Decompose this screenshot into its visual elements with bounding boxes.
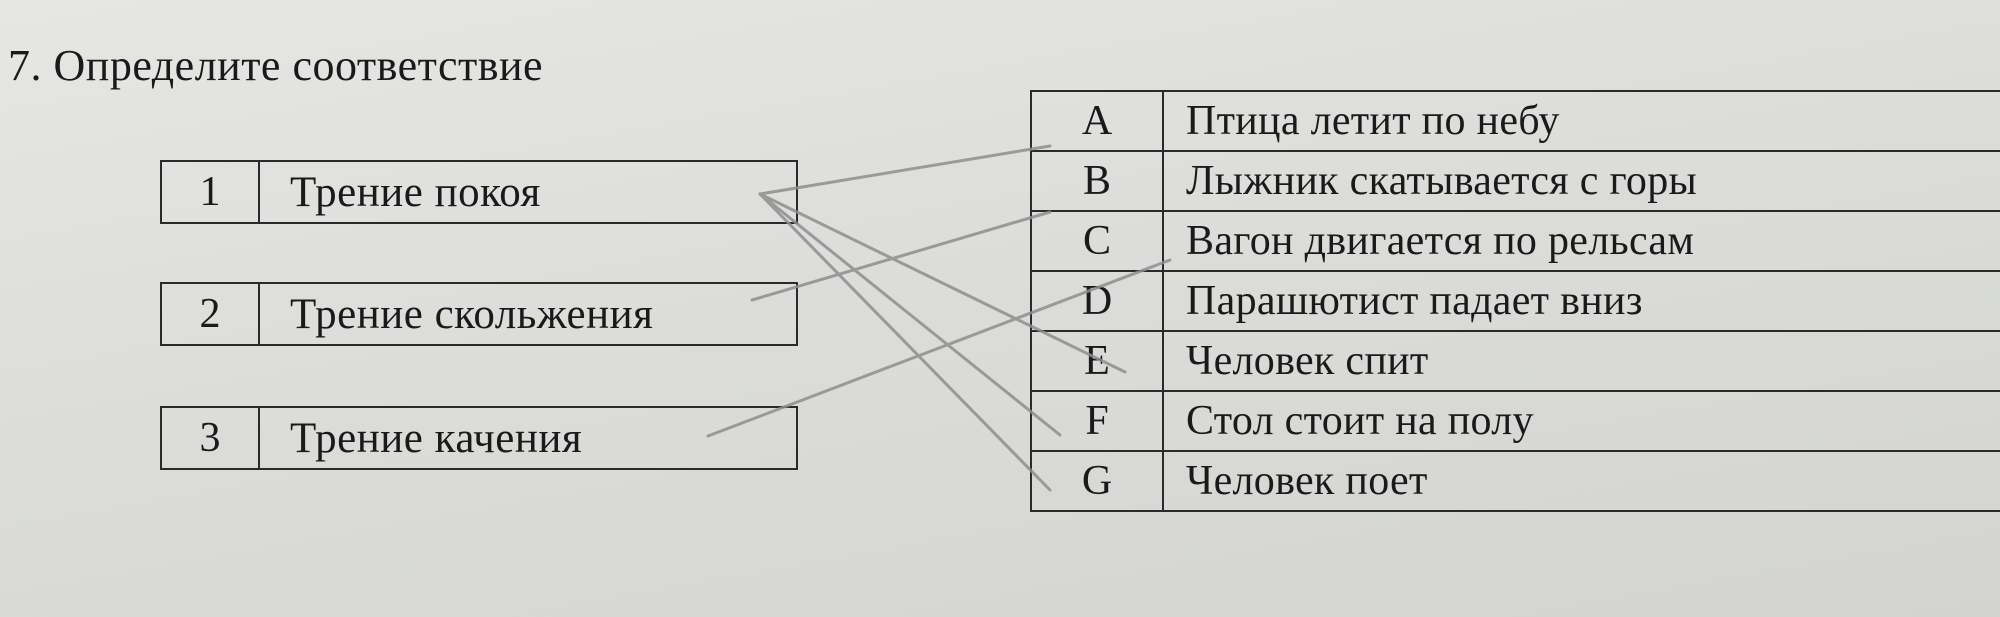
table-row: F Стол стоит на полу — [1030, 390, 2000, 452]
left-item-2: 2 Трение скольжения — [160, 282, 798, 346]
left-item-number: 3 — [162, 408, 260, 468]
answer-letter: C — [1030, 210, 1164, 272]
answer-text: Человек поет — [1162, 450, 2000, 512]
left-item-label: Трение покоя — [290, 168, 541, 216]
left-item-label: Трение скольжения — [290, 290, 654, 338]
answer-letter: D — [1030, 270, 1164, 332]
pencil-line — [758, 144, 1052, 196]
answers-table: A Птица летит по небу B Лыжник скатывает… — [1030, 90, 2000, 512]
answer-text: Парашютист падает вниз — [1162, 270, 2000, 332]
table-row: A Птица летит по небу — [1030, 90, 2000, 152]
answer-letter: E — [1030, 330, 1164, 392]
answer-text: Лыжник скатывается с горы — [1162, 150, 2000, 212]
answer-text: Вагон двигается по рельсам — [1162, 210, 2000, 272]
left-item-3: 3 Трение качения — [160, 406, 798, 470]
answer-letter: F — [1030, 390, 1164, 452]
left-item-1: 1 Трение покоя — [160, 160, 798, 224]
task-title: 7. Определите соответствие — [8, 41, 544, 90]
left-item-label: Трение качения — [290, 414, 583, 462]
table-row: B Лыжник скатывается с горы — [1030, 150, 2000, 212]
answer-letter: G — [1030, 450, 1164, 512]
answer-text: Человек спит — [1162, 330, 2000, 392]
answer-text: Птица летит по небу — [1162, 90, 2000, 152]
table-row: D Парашютист падает вниз — [1030, 270, 2000, 332]
answer-letter: A — [1030, 90, 1164, 152]
answer-text: Стол стоит на полу — [1162, 390, 2000, 452]
pencil-line — [758, 192, 1062, 437]
answer-letter: B — [1030, 150, 1164, 212]
table-row: G Человек поет — [1030, 450, 2000, 512]
table-row: C Вагон двигается по рельсам — [1030, 210, 2000, 272]
pencil-line — [758, 192, 1052, 492]
left-item-number: 1 — [162, 162, 260, 222]
left-item-number: 2 — [162, 284, 260, 344]
table-row: E Человек спит — [1030, 330, 2000, 392]
